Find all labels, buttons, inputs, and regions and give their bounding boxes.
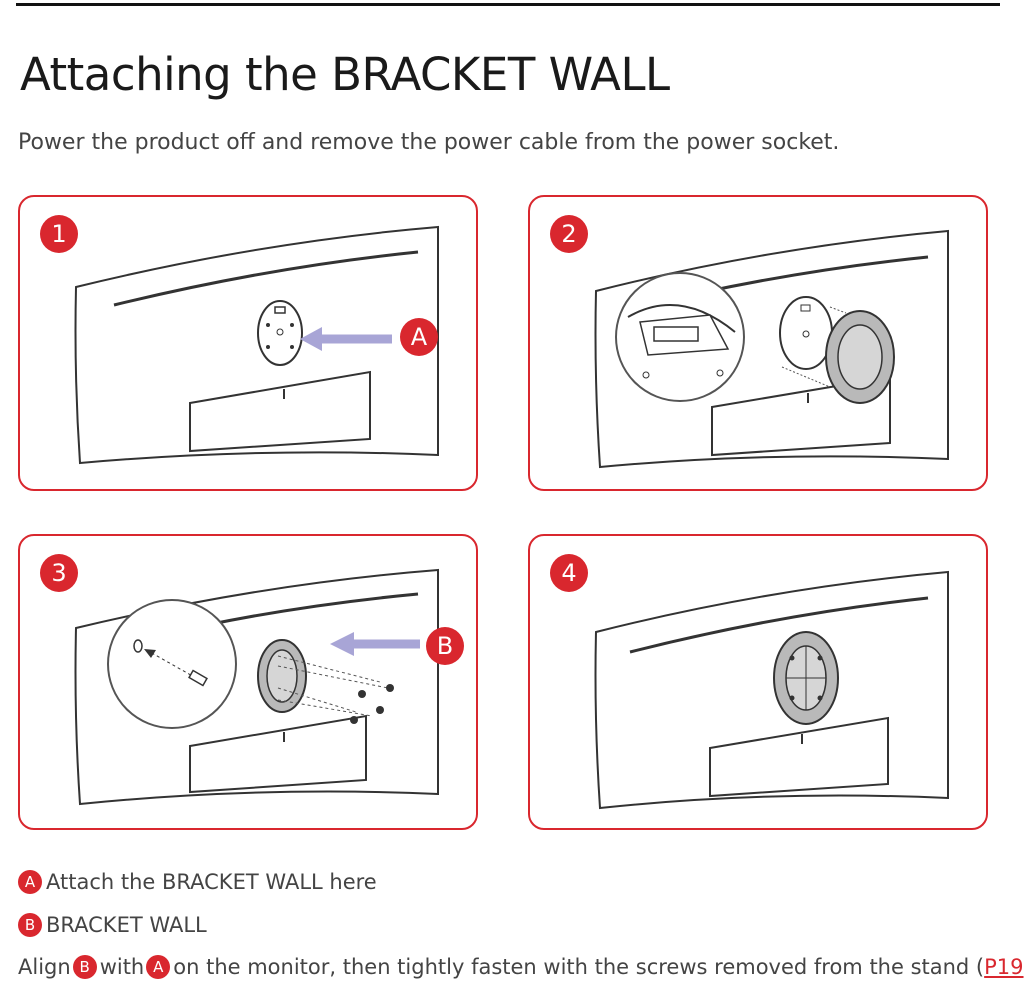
step-3-panel: 3 B <box>18 534 478 830</box>
step-number: 1 <box>40 215 78 253</box>
instruction-part: Align <box>18 955 71 979</box>
step-1-illustration <box>74 225 439 465</box>
badge-a: A <box>146 955 171 979</box>
step-number: 4 <box>550 554 588 592</box>
legend-text: BRACKET WALL <box>46 913 207 937</box>
step-4-panel: 4 <box>528 534 988 830</box>
legend-item-b: B BRACKET WALL <box>18 913 207 937</box>
legend-item-a: A Attach the BRACKET WALL here <box>18 870 377 894</box>
step-number: 3 <box>40 554 78 592</box>
step-2-panel: 2 <box>528 195 988 491</box>
callout-b-badge: B <box>426 627 464 665</box>
badge-b: B <box>72 955 97 979</box>
badge-b: B <box>18 913 42 937</box>
step-1-panel: 1 A <box>18 195 478 491</box>
badge-a: A <box>18 870 42 894</box>
page-reference-link[interactable]: P19 <box>984 955 1024 979</box>
step-3-illustration <box>74 568 439 806</box>
page-title: Attaching the BRACKET WALL <box>20 48 670 101</box>
step-number: 2 <box>550 215 588 253</box>
step-4-illustration <box>594 570 949 810</box>
instruction-line: Align B with A on the monitor, then tigh… <box>18 955 1024 979</box>
instruction-part: with <box>99 955 145 979</box>
instruction-part: on the monitor, then tightly fasten with… <box>173 955 985 979</box>
top-rule <box>16 3 1000 6</box>
step-2-illustration <box>594 229 949 469</box>
callout-a-badge: A <box>400 318 438 356</box>
legend-text: Attach the BRACKET WALL here <box>46 870 377 894</box>
intro-text: Power the product off and remove the pow… <box>18 130 840 155</box>
